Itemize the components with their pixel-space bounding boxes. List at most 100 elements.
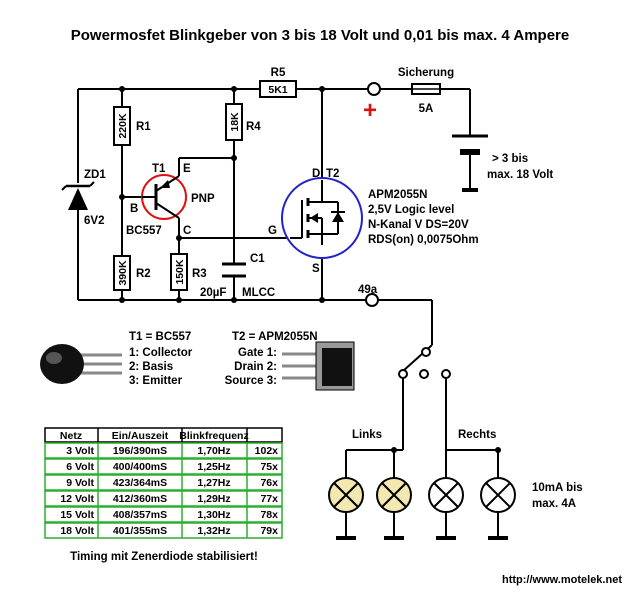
lamps-load-1: 10mA bis xyxy=(532,482,583,494)
transistor-t1 xyxy=(141,174,187,220)
junction-dots xyxy=(119,86,501,453)
svg-text:77x: 77x xyxy=(260,493,278,505)
resistor-r1 xyxy=(113,106,131,146)
c1-value: 20µF xyxy=(200,287,226,299)
t1-pinout-3: 3: Emitter xyxy=(129,375,183,387)
table-row: 6 Volt 400/400mS 1,25Hz 75x xyxy=(44,458,283,475)
c1-type: MLCC xyxy=(242,287,275,299)
mosfet-t2 xyxy=(281,177,363,259)
lamp-right-1 xyxy=(428,477,464,540)
resistor-r5 xyxy=(259,80,297,98)
svg-text:6 Volt: 6 Volt xyxy=(66,461,94,473)
svg-text:1,30Hz: 1,30Hz xyxy=(197,509,230,521)
t2-pinout-3: Source 3: xyxy=(225,375,277,387)
website-url[interactable]: http://www.motelek.net xyxy=(502,574,622,586)
svg-text:9 Volt: 9 Volt xyxy=(66,477,94,489)
plus-sign: + xyxy=(363,97,377,124)
capacitor-c1 xyxy=(222,262,246,278)
r3-value: 150K xyxy=(174,259,186,285)
table-header-freq: Blinkfrequenz xyxy=(179,430,248,442)
timing-table: Netz Ein/Auszeit Blinkfrequenz 3 Volt 19… xyxy=(44,427,283,539)
t2-pin-s: S xyxy=(312,263,320,275)
svg-text:401/355mS: 401/355mS xyxy=(113,525,167,537)
fuse-value: 5A xyxy=(419,103,434,115)
table-header-netz: Netz xyxy=(60,430,82,442)
t2-name: T2 xyxy=(326,168,339,180)
svg-text:1,32Hz: 1,32Hz xyxy=(197,525,230,537)
svg-text:412/360mS: 412/360mS xyxy=(113,493,167,505)
t2-spec-4: RDS(on) 0,0075Ohm xyxy=(368,234,479,246)
c1-name: C1 xyxy=(250,253,265,265)
t1-pinout-2: 2: Basis xyxy=(129,361,173,373)
fuse xyxy=(411,83,441,95)
t2-pinout-1: Gate 1: xyxy=(238,347,277,359)
t1-pin-c: C xyxy=(183,225,191,237)
svg-text:75x: 75x xyxy=(260,461,278,473)
changeover-switch xyxy=(398,347,451,379)
zener-diode-zd1 xyxy=(61,181,95,210)
t1-type: PNP xyxy=(191,193,215,205)
t1-name: T1 xyxy=(152,163,166,175)
lamps-left-label: Links xyxy=(352,429,382,441)
r2-name: R2 xyxy=(136,268,151,280)
battery-label-2: max. 18 Volt xyxy=(487,169,553,181)
svg-text:1,70Hz: 1,70Hz xyxy=(197,445,230,457)
svg-text:400/400mS: 400/400mS xyxy=(113,461,167,473)
r4-name: R4 xyxy=(246,121,261,133)
diagram-title: Powermosfet Blinkgeber von 3 bis 18 Volt… xyxy=(71,27,570,44)
r3-name: R3 xyxy=(192,268,207,280)
node-49a-label: 49a xyxy=(358,284,378,296)
t2-spec-1: APM2055N xyxy=(368,189,427,201)
svg-text:196/390mS: 196/390mS xyxy=(113,445,167,457)
fuse-label: Sicherung xyxy=(398,67,454,79)
table-row: 18 Volt 401/355mS 1,32Hz 79x xyxy=(44,522,283,539)
r5-value: 5K1 xyxy=(268,84,287,96)
battery xyxy=(452,134,488,192)
timing-note: Timing mit Zenerdiode stabilisiert! xyxy=(70,551,258,563)
t2-pinout-title: T2 = APM2055N xyxy=(232,331,318,343)
t1-pin-e: E xyxy=(183,163,191,175)
svg-text:18 Volt: 18 Volt xyxy=(60,525,94,537)
svg-text:408/357mS: 408/357mS xyxy=(113,509,167,521)
t1-pinout-title: T1 = BC557 xyxy=(129,331,191,343)
t1-part: BC557 xyxy=(126,225,162,237)
t2-pinout-2: Drain 2: xyxy=(234,361,277,373)
t2-pin-g: G xyxy=(268,225,277,237)
lamp-left-1 xyxy=(328,477,364,540)
r1-name: R1 xyxy=(136,121,151,133)
resistor-r4 xyxy=(225,103,243,141)
lamp-right-2 xyxy=(480,477,516,540)
plus-terminal xyxy=(367,82,381,96)
table-row: 12 Volt 412/360mS 1,29Hz 77x xyxy=(44,490,283,507)
r4-value: 18K xyxy=(229,112,241,132)
svg-text:1,27Hz: 1,27Hz xyxy=(197,477,230,489)
zd1-value: 6V2 xyxy=(84,215,104,227)
lamps-load-2: max. 4A xyxy=(532,498,576,510)
to92-package-icon xyxy=(40,344,122,384)
resistor-r2 xyxy=(113,255,131,291)
svg-text:79x: 79x xyxy=(260,525,278,537)
table-row: 3 Volt 196/390mS 1,70Hz 102x xyxy=(44,442,283,459)
table-row: 9 Volt 423/364mS 1,27Hz 76x xyxy=(44,474,283,491)
svg-text:76x: 76x xyxy=(260,477,278,489)
svg-text:3 Volt: 3 Volt xyxy=(66,445,94,457)
table-header-time: Ein/Auszeit xyxy=(112,430,169,442)
t2-pin-d: D xyxy=(312,168,320,180)
terminal-49a xyxy=(365,293,379,307)
r2-value: 390K xyxy=(117,260,129,286)
r5-name: R5 xyxy=(271,67,286,79)
svg-text:78x: 78x xyxy=(260,509,278,521)
svg-text:102x: 102x xyxy=(255,445,279,457)
t1-pin-b: B xyxy=(130,203,138,215)
svg-text:12 Volt: 12 Volt xyxy=(60,493,94,505)
lamp-left-2 xyxy=(376,477,412,540)
t2-spec-3: N-Kanal V DS=20V xyxy=(368,219,469,231)
svg-text:423/364mS: 423/364mS xyxy=(113,477,167,489)
svg-text:1,25Hz: 1,25Hz xyxy=(197,461,230,473)
resistor-r3 xyxy=(170,253,188,291)
zd1-name: ZD1 xyxy=(84,169,106,181)
t2-spec-2: 2,5V Logic level xyxy=(368,204,454,216)
t1-pinout-1: 1: Collector xyxy=(129,347,193,359)
table-row: 15 Volt 408/357mS 1,30Hz 78x xyxy=(44,506,283,523)
